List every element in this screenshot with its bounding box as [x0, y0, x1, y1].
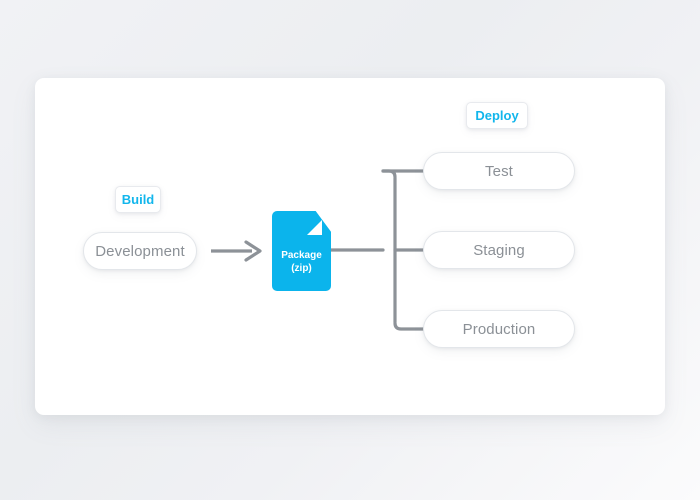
stage-badge-build[interactable]: Build [115, 186, 161, 213]
artifact-package-zip[interactable]: Package (zip) [272, 211, 331, 291]
connector-branch-production [393, 321, 425, 331]
arrow-development-to-package [211, 240, 262, 262]
node-staging-label: Staging [473, 241, 525, 259]
node-development[interactable]: Development [83, 232, 197, 270]
file-zip-icon [272, 211, 331, 291]
node-development-label: Development [95, 242, 185, 260]
node-test-label: Test [485, 162, 513, 180]
file-fold-corner-icon [307, 220, 322, 235]
stage-badge-deploy-label: Deploy [475, 108, 519, 123]
node-staging[interactable]: Staging [423, 231, 575, 269]
node-production-label: Production [462, 320, 536, 338]
tree-connector-package-to-environments [331, 169, 425, 331]
node-production[interactable]: Production [423, 310, 575, 348]
node-test[interactable]: Test [423, 152, 575, 190]
stage-badge-build-label: Build [121, 192, 155, 207]
stage-badge-deploy[interactable]: Deploy [466, 102, 528, 129]
